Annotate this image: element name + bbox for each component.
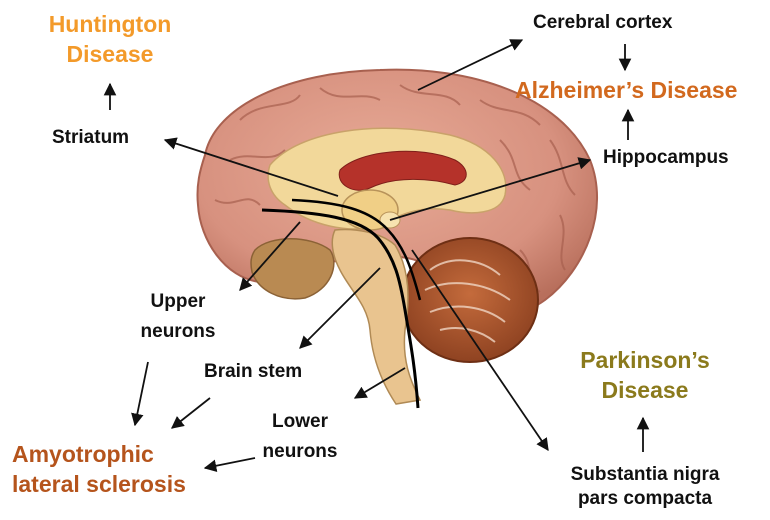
als-line-1: Amyotrophic	[12, 440, 186, 470]
upper-neurons-label: Upper neurons	[128, 290, 228, 344]
lower-neurons-label: Lower neurons	[250, 410, 350, 464]
cerebral-cortex-label: Cerebral cortex	[533, 11, 672, 35]
hippocampus-label: Hippocampus	[603, 146, 729, 170]
als-line-2: lateral sclerosis	[12, 470, 186, 500]
brain-stem-label: Brain stem	[204, 360, 302, 384]
huntington-label: Huntington Disease	[35, 10, 185, 70]
substantia-nigra-line-2: pars compacta	[555, 487, 735, 511]
parkinson-line-1: Parkinson’s	[570, 346, 720, 376]
lower-neurons-line-2: neurons	[250, 440, 350, 464]
upper-neurons-line-2: neurons	[128, 320, 228, 344]
parkinson-label: Parkinson’s Disease	[570, 346, 720, 406]
temporal-lobe	[251, 239, 334, 299]
alzheimer-label: Alzheimer’s Disease	[515, 76, 737, 106]
huntington-line-1: Huntington	[35, 10, 185, 40]
cerebellum	[402, 238, 538, 362]
substantia-nigra-line-1: Substantia nigra	[555, 463, 735, 487]
huntington-line-2: Disease	[35, 40, 185, 70]
parkinson-line-2: Disease	[570, 376, 720, 406]
lower-neurons-line-1: Lower	[250, 410, 350, 434]
als-label: Amyotrophic lateral sclerosis	[12, 440, 186, 500]
substantia-nigra-label: Substantia nigra pars compacta	[555, 463, 735, 511]
upper-neurons-line-1: Upper	[128, 290, 228, 314]
striatum-label: Striatum	[52, 126, 129, 150]
